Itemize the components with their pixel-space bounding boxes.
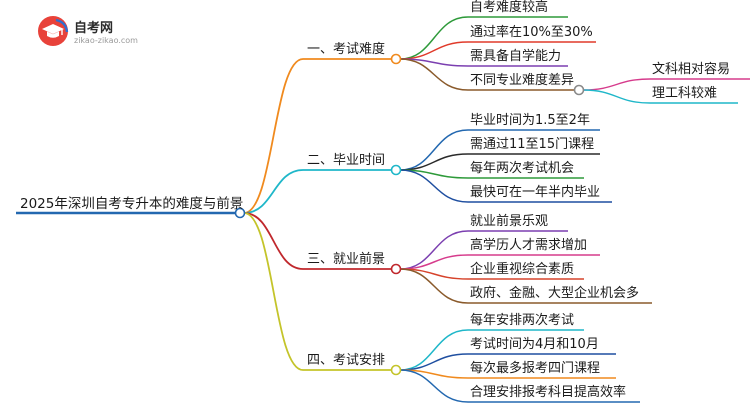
leaf-link bbox=[399, 230, 469, 270]
branch-topic[interactable]: 一、考试难度 bbox=[307, 42, 386, 57]
leaf-link bbox=[399, 254, 469, 270]
leaf-topic[interactable]: 毕业时间为1.5至2年 bbox=[470, 113, 590, 128]
leaf-topic[interactable]: 需具备自学能力 bbox=[470, 49, 562, 64]
collapse-toggle bbox=[573, 84, 585, 96]
branch-toggle bbox=[390, 164, 402, 176]
leaf-topic[interactable]: 自考难度较高 bbox=[470, 0, 549, 15]
branch-toggle bbox=[390, 53, 402, 65]
branch-topic[interactable]: 四、考试安排 bbox=[307, 353, 386, 368]
branch-link bbox=[243, 212, 304, 270]
leaf-link bbox=[399, 41, 469, 60]
root-topic[interactable]: 2025年深圳自考专升本的难度与前景 bbox=[20, 196, 244, 212]
branch-topic[interactable]: 二、毕业时间 bbox=[307, 153, 386, 168]
leaf-topic[interactable]: 需通过11至15门课程 bbox=[470, 137, 595, 152]
leaf-link bbox=[399, 58, 469, 91]
leaf-link bbox=[399, 353, 469, 371]
branch-link bbox=[243, 169, 304, 214]
leaf-topic[interactable]: 合理安排报考科目提高效率 bbox=[470, 385, 627, 400]
leaf-topic[interactable]: 就业前景乐观 bbox=[470, 214, 549, 229]
subleaf-link bbox=[582, 78, 651, 91]
leaf-link bbox=[399, 268, 469, 304]
branch-topic[interactable]: 三、就业前景 bbox=[307, 252, 386, 267]
leaf-topic[interactable]: 政府、金融、大型企业机会多 bbox=[470, 286, 640, 301]
leaf-link bbox=[399, 329, 469, 371]
branch-toggle bbox=[390, 364, 402, 376]
site-logo[interactable]: 自考网 zikao-zikao.com bbox=[36, 12, 156, 52]
leaf-topic[interactable]: 每年安排两次考试 bbox=[470, 313, 575, 328]
logo-name: 自考网 bbox=[74, 21, 114, 36]
leaf-link bbox=[399, 153, 469, 171]
leaf-link bbox=[399, 129, 469, 171]
leaf-topic[interactable]: 通过率在10%至30% bbox=[470, 25, 593, 40]
branch-link bbox=[243, 212, 304, 371]
subleaf-link bbox=[582, 89, 651, 104]
leaf-topic[interactable]: 考试时间为4月和10月 bbox=[470, 337, 599, 352]
leaf-link bbox=[399, 369, 469, 403]
branch-link bbox=[243, 58, 304, 214]
leaf-link bbox=[399, 16, 469, 60]
leaf-topic[interactable]: 企业重视综合素质 bbox=[470, 262, 575, 277]
leaf-topic[interactable]: 每年两次考试机会 bbox=[470, 161, 575, 176]
subleaf-topic[interactable]: 理工科较难 bbox=[652, 86, 718, 101]
leaf-topic[interactable]: 最快可在一年半内毕业 bbox=[470, 185, 601, 200]
root-toggle bbox=[234, 207, 246, 219]
leaf-topic[interactable]: 每次最多报考四门课程 bbox=[470, 361, 601, 376]
leaf-link bbox=[399, 169, 469, 203]
subleaf-topic[interactable]: 文科相对容易 bbox=[652, 62, 731, 77]
graduation-cap-icon bbox=[38, 16, 69, 46]
leaf-topic[interactable]: 不同专业难度差异 bbox=[470, 73, 575, 88]
logo-url: zikao-zikao.com bbox=[74, 36, 138, 45]
leaf-topic[interactable]: 高学历人才需求增加 bbox=[470, 238, 588, 253]
branch-toggle bbox=[390, 263, 402, 275]
